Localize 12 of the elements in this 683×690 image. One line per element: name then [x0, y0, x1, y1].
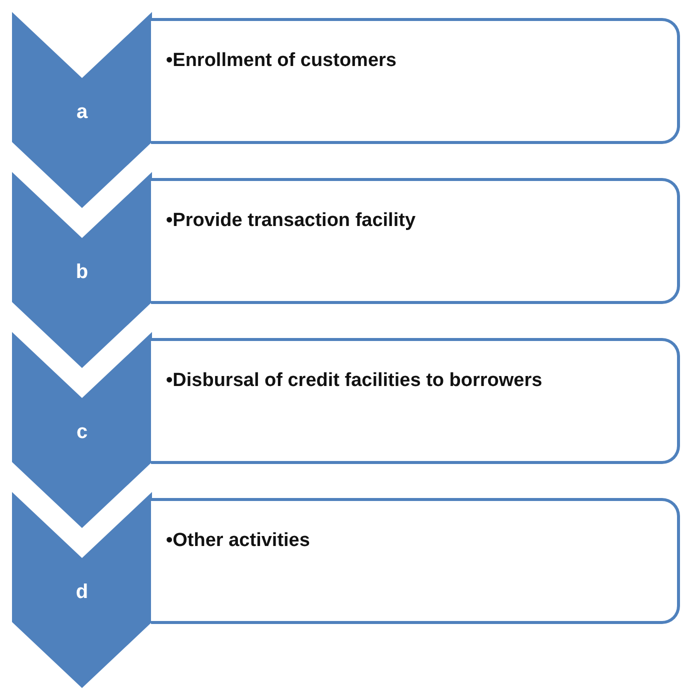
- step-letter: b: [74, 262, 90, 282]
- bullet-text: •Enrollment of customers: [166, 48, 396, 73]
- step-letter: c: [75, 422, 89, 442]
- bullet-text: •Provide transaction facility: [166, 208, 416, 233]
- bullet-text: •Other activities: [166, 528, 310, 553]
- text-box: [151, 178, 680, 304]
- step-letter: a: [75, 102, 89, 122]
- step-letter: d: [74, 582, 90, 602]
- text-box: [151, 18, 680, 144]
- bullet-text: •Disbursal of credit facilities to borrowers: [166, 368, 542, 393]
- text-box: [151, 498, 680, 624]
- text-box: [151, 338, 680, 464]
